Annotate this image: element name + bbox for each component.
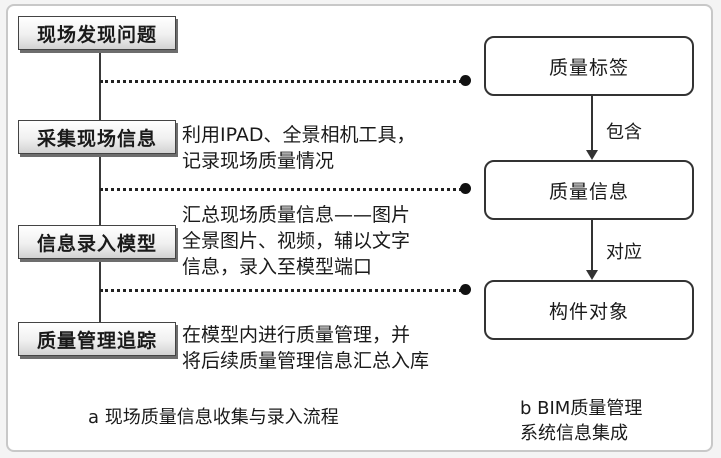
caption-line: 系统信息集成 (520, 423, 628, 444)
dotted-connector (100, 80, 462, 83)
arrow-line (591, 220, 593, 272)
step-label: 质量管理追踪 (36, 329, 157, 352)
arrow-line (591, 96, 593, 152)
description-line: 记录现场质量情况 (182, 150, 335, 172)
box-quality-tag: 质量标签 (484, 36, 694, 96)
flow-trunk-line (99, 42, 101, 322)
box-label: 质量标签 (548, 56, 629, 79)
dotted-connector (100, 188, 462, 191)
connector-endpoint-dot (460, 75, 471, 86)
box-label: 构件对象 (548, 300, 629, 323)
description-line: 在模型内进行质量管理，并 (182, 324, 411, 346)
caption-line: b BIM质量管理 (520, 398, 643, 419)
relation-label: 包含 (606, 122, 642, 143)
connector-endpoint-dot (460, 284, 471, 295)
description-collect: 利用IPAD、全景相机工具， 记录现场质量情况 (182, 122, 415, 174)
description-line: 全景图片、视频，辅以文字 (182, 230, 411, 252)
description-input: 汇总现场质量信息——图片 全景图片、视频，辅以文字 信息，录入至模型端口 (182, 202, 410, 280)
connector-endpoint-dot (460, 183, 471, 194)
dotted-connector (100, 289, 462, 292)
arrow-down-icon (586, 150, 598, 160)
box-label: 质量信息 (548, 180, 629, 203)
description-line: 将后续质量管理信息汇总入库 (182, 350, 430, 372)
step-input-model: 信息录入模型 (18, 225, 176, 259)
description-tracking: 在模型内进行质量管理，并 将后续质量管理信息汇总入库 (182, 322, 429, 374)
relation-label: 对应 (606, 242, 642, 263)
description-line: 信息，录入至模型端口 (182, 256, 373, 278)
step-quality-tracking: 质量管理追踪 (18, 322, 176, 356)
caption-left: a 现场质量信息收集与录入流程 (88, 407, 339, 428)
step-label: 信息录入模型 (36, 232, 157, 255)
box-quality-info: 质量信息 (484, 160, 694, 220)
box-component-object: 构件对象 (484, 280, 694, 340)
step-label: 采集现场信息 (36, 127, 157, 150)
step-label: 现场发现问题 (36, 23, 157, 46)
step-collect-info: 采集现场信息 (18, 120, 176, 154)
description-line: 利用IPAD、全景相机工具， (182, 124, 416, 146)
step-discover-issue: 现场发现问题 (18, 16, 176, 50)
arrow-down-icon (586, 270, 598, 280)
description-line: 汇总现场质量信息——图片 (182, 204, 411, 226)
caption-right: b BIM质量管理 系统信息集成 (520, 396, 642, 446)
